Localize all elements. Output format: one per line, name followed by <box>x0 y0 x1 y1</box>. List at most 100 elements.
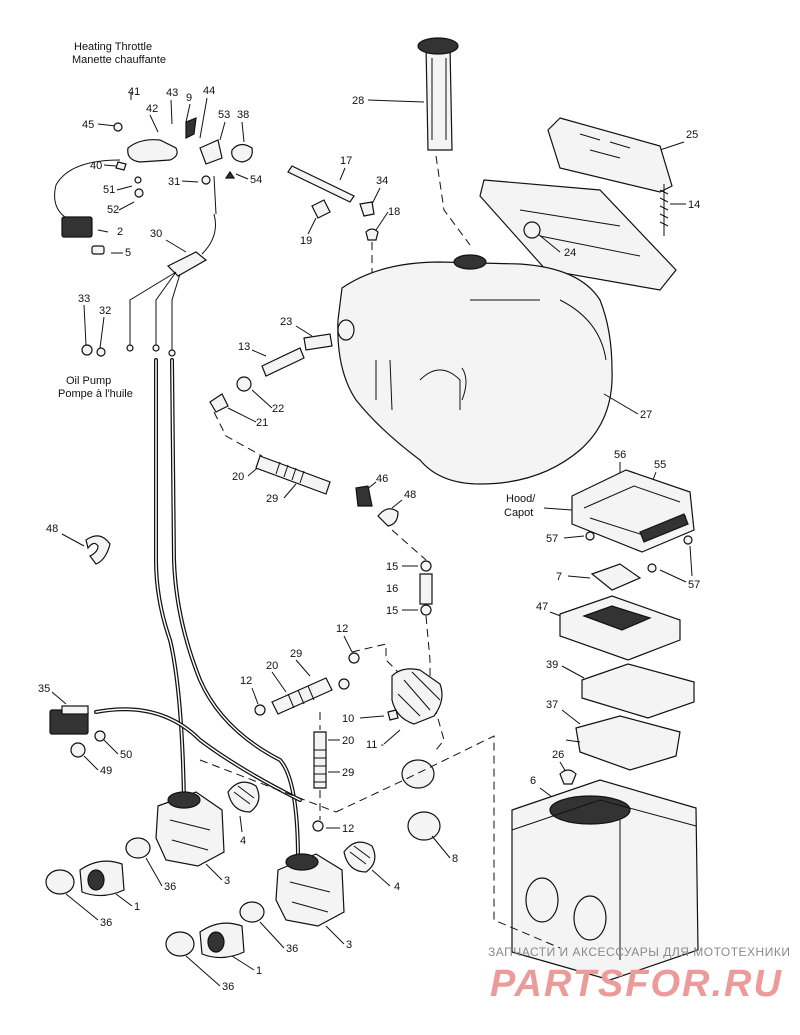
callout-4-right: 4 <box>394 881 400 893</box>
throttle-housing <box>127 139 178 163</box>
pad-44 <box>199 139 223 165</box>
fitting-23 <box>303 333 333 351</box>
filter-39 <box>581 663 695 719</box>
ring-8-lower <box>407 811 441 841</box>
callout-25: 25 <box>686 129 698 141</box>
clamp-12-top <box>348 652 360 664</box>
callout-53: 53 <box>218 109 230 121</box>
hood-caption: Hood/ <box>506 493 536 505</box>
callout-16: 16 <box>386 583 398 595</box>
callout-8: 8 <box>452 853 458 865</box>
heating-throttle-assembly: Heating Throttle Manette chauffante 41 4… <box>54 41 262 400</box>
callout-21: 21 <box>256 417 268 429</box>
callout-29-lower: 29 <box>342 767 354 779</box>
callout-34: 34 <box>376 175 388 187</box>
clamp-4-left <box>227 781 260 813</box>
tank-outlet <box>337 319 355 341</box>
clamp-36-b <box>45 869 75 895</box>
callout-29-middle: 29 <box>290 648 302 660</box>
callout-20-lower: 20 <box>342 735 354 747</box>
oil-pump-caption-fr: Pompe à l'huile <box>58 388 133 400</box>
air-silencer-assembly: 56 55 Hood/ Capot 57 57 7 47 39 37 26 <box>199 449 700 981</box>
hose-20 <box>255 455 331 495</box>
hood-caption-fr: Capot <box>504 507 533 519</box>
cap-5 <box>91 245 105 255</box>
callout-2: 2 <box>117 226 123 238</box>
callout-42: 42 <box>146 103 158 115</box>
watermark-tagline: ЗАПЧАСТИ И АКСЕССУАРЫ ДЛЯ МОТОТЕХНИКИ <box>488 945 790 959</box>
callout-11: 11 - <box>366 739 384 751</box>
grommet-18 <box>365 228 379 241</box>
hose-13 <box>261 347 305 377</box>
callout-7: 7 <box>556 571 562 583</box>
plug-50 <box>94 730 106 742</box>
callout-35: 35 <box>38 683 50 695</box>
callout-36-a: 36 <box>164 881 176 893</box>
fuel-gauge-28 <box>425 45 453 151</box>
clamp-48-left <box>85 535 111 565</box>
watermark-logo: PARTSFOR.RU <box>490 963 783 1005</box>
heating-wire <box>54 159 121 221</box>
callout-51: 51 <box>103 184 115 196</box>
callout-29-upper: 29 <box>266 493 278 505</box>
drop-54 <box>224 170 236 179</box>
throttle-cable-housing-30 <box>166 251 208 277</box>
callout-20-upper: 20 <box>232 471 244 483</box>
fuel-tank-assembly: 28 17 34 18 19 25 14 24 <box>209 37 700 485</box>
clamp-12-lower <box>312 820 324 832</box>
callout-41: 41 <box>128 86 140 98</box>
callout-23: 23 <box>280 316 292 328</box>
ring-8-upper <box>401 759 435 789</box>
hood-vent <box>639 513 689 543</box>
washer-51 <box>134 176 142 184</box>
callout-30: 30 <box>150 228 162 240</box>
callout-15-lower: 15 <box>386 605 398 617</box>
callout-19: 19 <box>300 235 312 247</box>
pad-38 <box>231 143 253 163</box>
cable-end-b <box>152 344 160 352</box>
callout-50: 50 <box>120 749 132 761</box>
tank-filler-neck <box>453 254 487 270</box>
callout-55: 55 <box>654 459 666 471</box>
silencer-port-right <box>573 895 607 941</box>
callout-57-right: 57 <box>688 579 700 591</box>
connector-2 <box>61 216 93 238</box>
vent-tube-17 <box>287 165 355 203</box>
throttle-lever <box>185 117 197 139</box>
callout-12-left: 12 <box>240 675 252 687</box>
callout-22: 22 <box>272 403 284 415</box>
clamp-4-right <box>343 841 376 873</box>
callout-14: 14 <box>688 199 700 211</box>
callout-6: 6 <box>530 775 536 787</box>
hose-20-lower <box>313 731 327 789</box>
callout-26: 26 <box>552 749 564 761</box>
callout-36-b: 36 <box>100 917 112 929</box>
screw-10 <box>387 709 399 721</box>
carb-right-top <box>285 853 319 871</box>
ring-49 <box>70 742 86 758</box>
clamp-36-d <box>165 931 195 957</box>
callout-20-middle: 20 <box>266 660 278 672</box>
callout-12-top: 12 <box>336 623 348 635</box>
oil-pump-caption: Oil Pump <box>66 375 111 387</box>
screw-57-right <box>683 535 693 545</box>
boot-1-upper-bore <box>87 869 105 891</box>
spring-rod <box>213 175 217 215</box>
heating-throttle-caption-fr: Manette chauffante <box>72 54 166 66</box>
screw-45 <box>113 122 123 132</box>
callout-31: 31 <box>168 176 180 188</box>
callout-4-left: 4 <box>240 835 246 847</box>
callout-45: 45 <box>82 119 94 131</box>
callout-48-right: 48 <box>404 489 416 501</box>
callout-40: 40 <box>90 160 102 172</box>
callout-32: 32 <box>99 305 111 317</box>
decal-7 <box>590 563 642 591</box>
elbow-34 <box>359 201 375 217</box>
clamp-36-a <box>125 837 151 859</box>
clamp-12-middle <box>338 678 350 690</box>
nut-52 <box>134 188 144 198</box>
washer-33 <box>81 344 93 356</box>
callout-3-right: 3 <box>346 939 352 951</box>
callout-15-upper: 15 <box>386 561 398 573</box>
